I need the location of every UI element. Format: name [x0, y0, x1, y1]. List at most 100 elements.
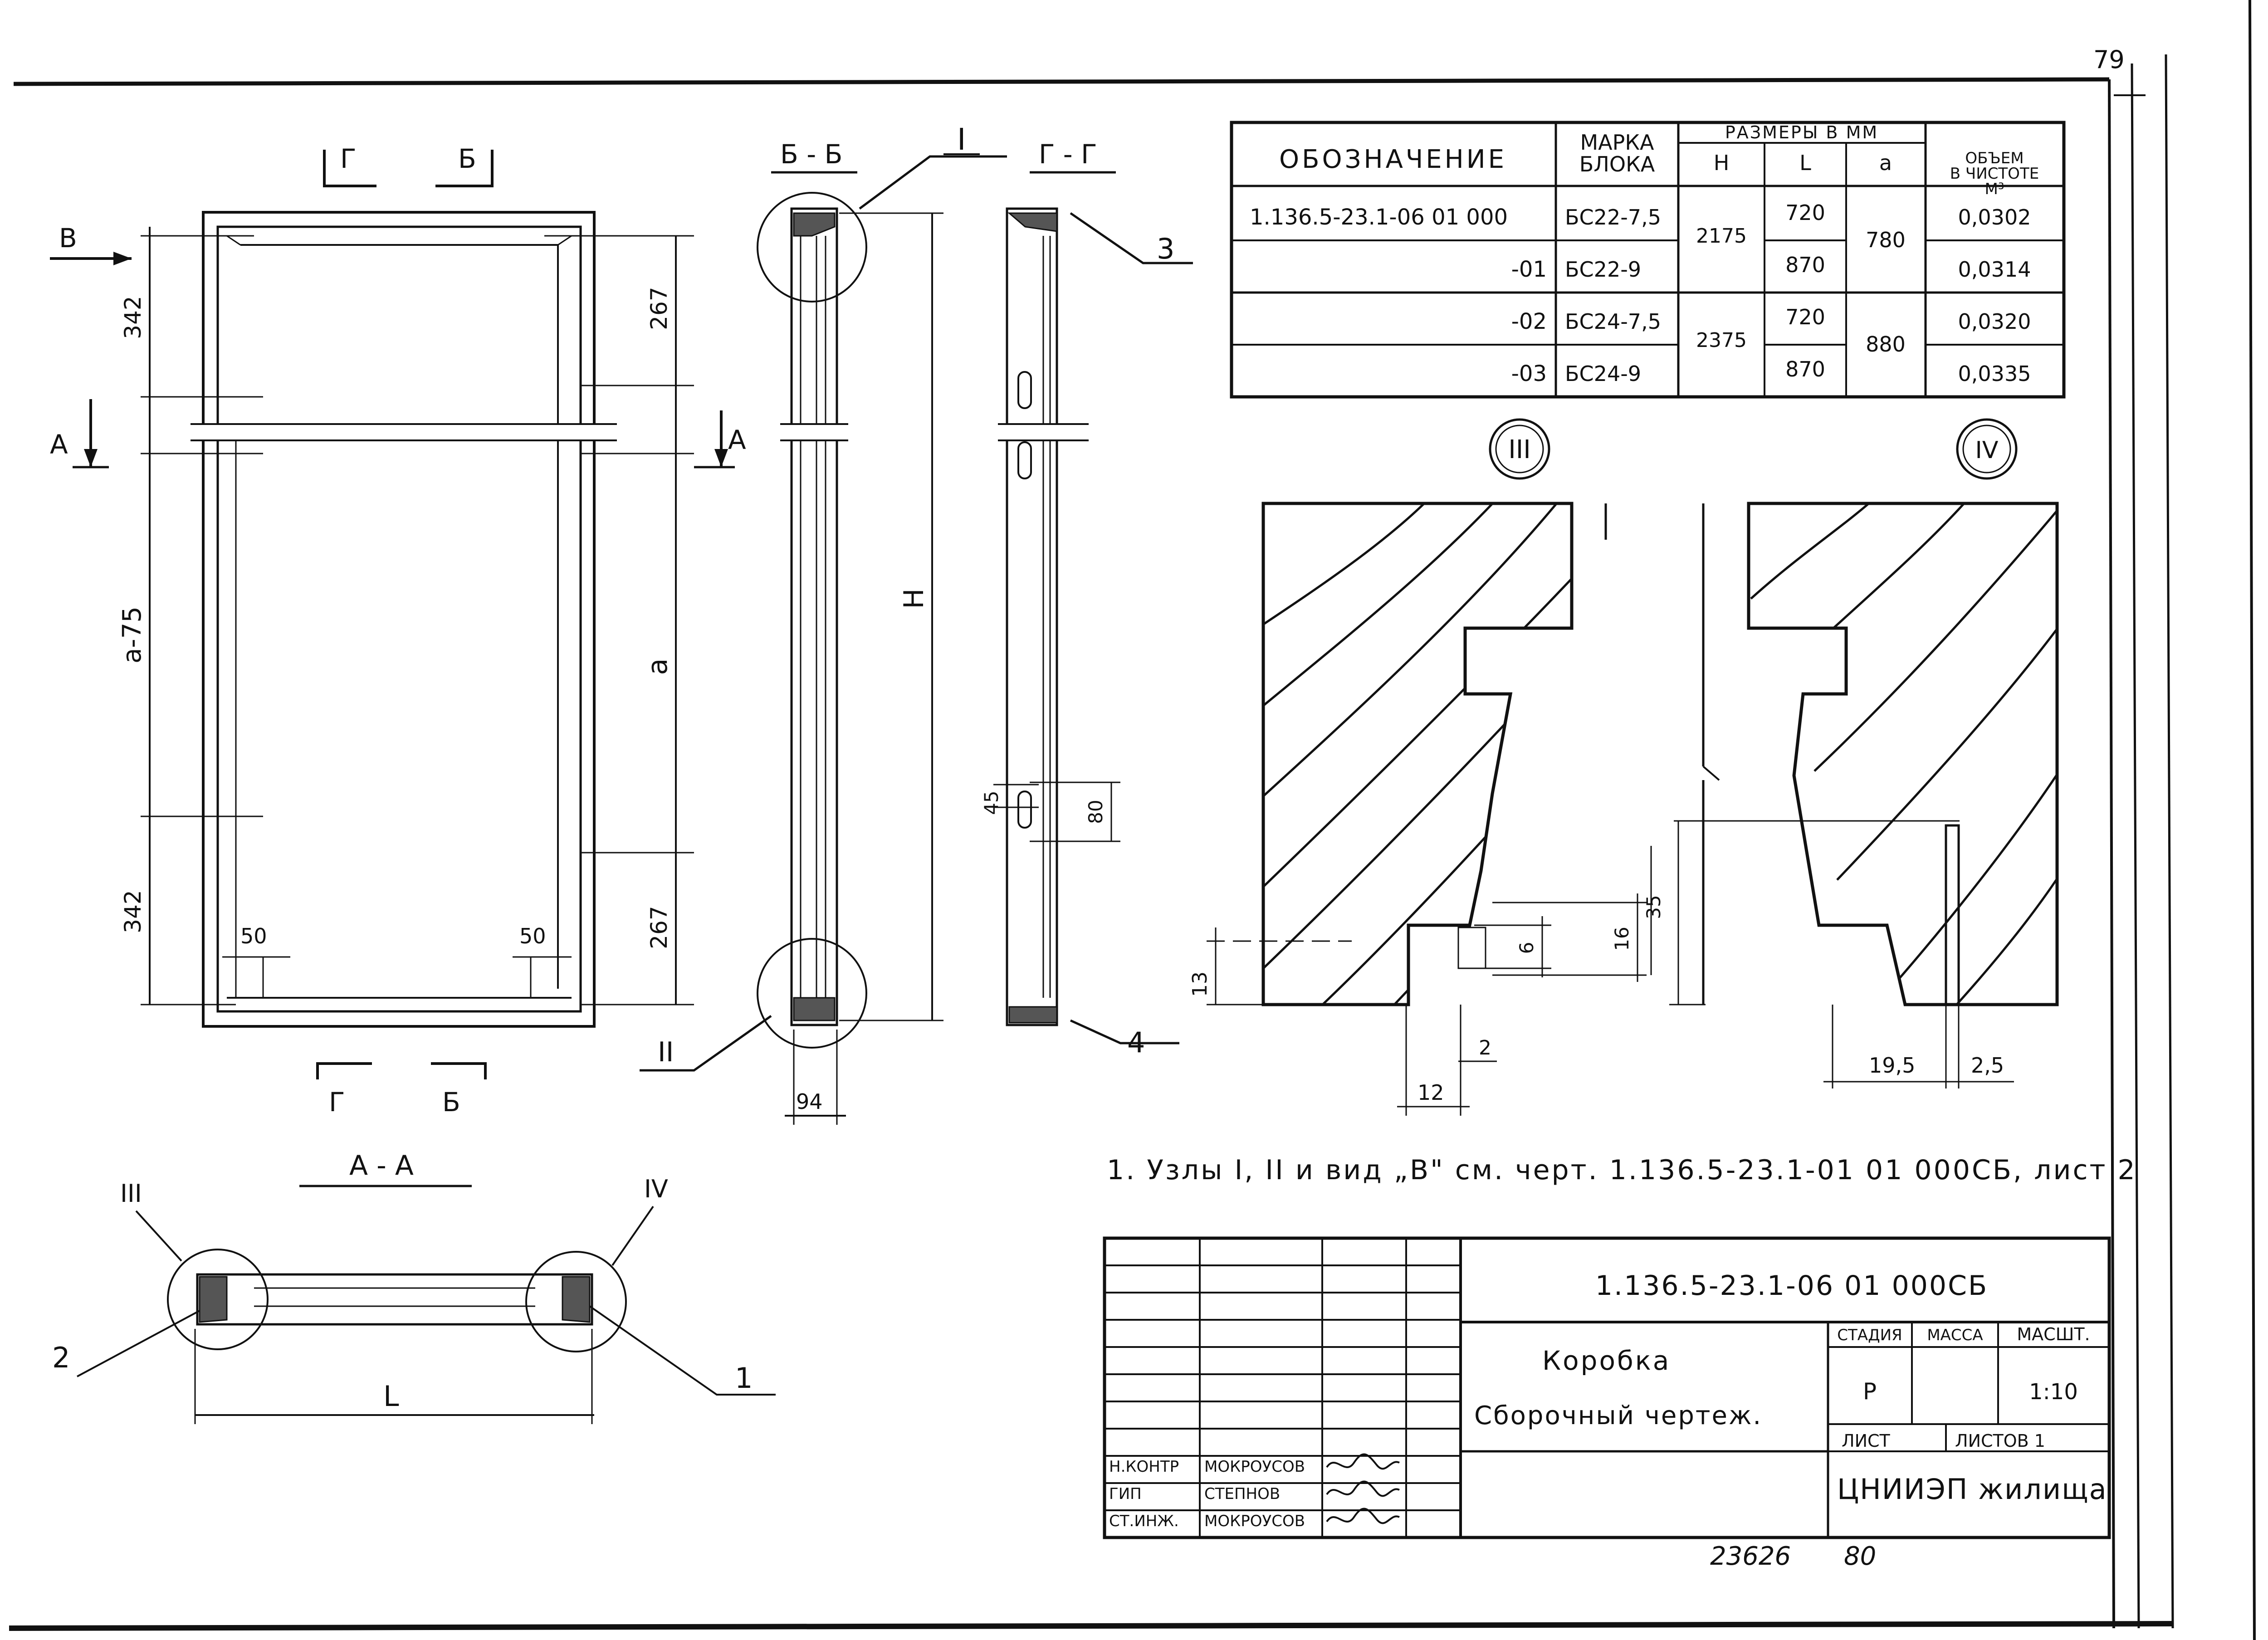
dim-35: 35: [1642, 895, 1665, 919]
dim-19-5: 19,5: [1869, 1053, 1915, 1078]
section-b-label-top: Б: [458, 143, 476, 174]
title-block-name-2: Сборочный чертеж.: [1474, 1401, 1762, 1430]
signature-scribble: [1326, 1508, 1400, 1524]
dim-45: 45: [980, 791, 1002, 815]
dim-2-5: 2,5: [1971, 1053, 2004, 1078]
title-block: 1.136.5-23.1-06 01 000СБ Коробка Сборочн…: [1103, 1236, 2111, 1539]
mass-label: МАССА: [1927, 1326, 1983, 1344]
callout-I: I: [957, 122, 966, 157]
header-h: H: [1714, 151, 1730, 175]
dim-16: 16: [1611, 927, 1633, 951]
row-mark: БС22-7,5: [1565, 205, 1661, 229]
role-name: СТЕПНОВ: [1204, 1485, 1280, 1503]
row-designation: -03: [1511, 361, 1547, 386]
role-name: МОКРОУСОВ: [1204, 1458, 1305, 1476]
signature-scribble: [1326, 1453, 1400, 1470]
row-designation: 1.136.5-23.1-06 01 000: [1250, 205, 1508, 230]
dim-13: 13: [1188, 971, 1212, 997]
header-a: a: [1879, 151, 1892, 175]
dim-50-right: 50: [519, 924, 546, 948]
row-volume: 0,0335: [1958, 361, 2031, 386]
callout-II: II: [658, 1036, 674, 1068]
section-a-label-right: А: [728, 425, 746, 455]
header-line: М³: [1985, 180, 2004, 198]
row-mark: БС24-7,5: [1565, 309, 1661, 334]
org-name: ЦНИИЭП жилища: [1837, 1473, 2107, 1506]
header-line: МАРКА: [1580, 130, 1654, 155]
section-gg-title: Г - Г: [1039, 139, 1097, 170]
drawing-note: 1. Узлы I, II и вид „В" см. черт. 1.136.…: [1107, 1154, 2137, 1186]
role-label: СТ.ИНЖ.: [1109, 1512, 1179, 1530]
section-a-label-left: А: [50, 429, 68, 460]
role-name: МОКРОУСОВ: [1204, 1512, 1305, 1530]
header-line: ОБЪЕМ: [1965, 149, 2024, 167]
stage-label: СТАДИЯ: [1837, 1326, 1902, 1344]
row-l: 720: [1785, 200, 1825, 225]
main-elevation-view: Г Б Г Б В А А 342 267 a-75 a 342 267 50 …: [50, 143, 746, 1118]
dim-a: a: [642, 659, 674, 675]
section-bb-view: Б - Б I II 94: [640, 122, 1007, 1125]
row-h: 2375: [1696, 329, 1747, 352]
sheet-label: ЛИСТ: [1842, 1431, 1891, 1451]
dim-267-bottom: 267: [646, 906, 672, 949]
section-aa-view: А - А III IV 2 1 L: [52, 1150, 776, 1424]
view-v-label: В: [59, 223, 77, 254]
row-designation: -02: [1511, 309, 1547, 334]
title-block-code: 1.136.5-23.1-06 01 000СБ: [1595, 1270, 1988, 1302]
callout-4: 4: [1127, 1026, 1145, 1059]
row-mark: БС24-9: [1565, 361, 1641, 386]
row-volume: 0,0314: [1958, 257, 2031, 282]
header-line: В ЧИСТОТЕ: [1950, 165, 2039, 183]
stamp-number: 23626: [1710, 1542, 1791, 1571]
header-designation: ОБОЗНАЧЕНИЕ: [1279, 145, 1507, 174]
callout-2: 2: [52, 1341, 70, 1374]
scale-value: 1:10: [2029, 1379, 2078, 1405]
dim-a-75: a-75: [117, 606, 147, 664]
row-l: 870: [1785, 253, 1825, 277]
row-mark: БС22-9: [1565, 257, 1641, 282]
stamp-page: 80: [1844, 1542, 1876, 1571]
header-line: БЛОКА: [1579, 152, 1655, 176]
node-III-label: III: [1508, 435, 1531, 464]
row-a: 880: [1866, 332, 1906, 356]
page-number: 79: [2093, 45, 2125, 74]
sheets-label: ЛИСТОВ 1: [1955, 1431, 2045, 1451]
node-IV-detail: IV 19,5 2,5: [1669, 418, 2059, 1088]
dim-267-top: 267: [646, 287, 672, 330]
role-label: Н.КОНТР: [1109, 1458, 1179, 1476]
scale-label: МАСШТ.: [2017, 1324, 2090, 1344]
dim-80: 80: [1085, 800, 1107, 824]
node-IV-label: IV: [1975, 437, 1999, 464]
section-bb-title: Б - Б: [780, 139, 842, 170]
row-volume: 0,0320: [1958, 309, 2031, 334]
node-III-detail: III 13 6 16 35 12 2: [1188, 418, 1665, 1116]
header-sizes: РАЗМЕРЫ В ММ: [1725, 122, 1878, 142]
dim-342-bottom: 342: [120, 890, 146, 933]
header-l: L: [1799, 151, 1811, 175]
callout-3: 3: [1157, 232, 1174, 265]
dim-12: 12: [1418, 1080, 1444, 1105]
node-IV-label-aa: IV: [644, 1175, 668, 1203]
row-a: 780: [1866, 228, 1906, 252]
dim-50-left: 50: [240, 924, 267, 948]
dim-H: H: [898, 588, 930, 609]
dim-L: L: [383, 1380, 399, 1413]
row-l: 870: [1785, 357, 1825, 381]
stage-value: Р: [1863, 1378, 1877, 1405]
row-h: 2175: [1696, 225, 1747, 248]
dim-342-top: 342: [120, 296, 146, 339]
dim-6: 6: [1515, 942, 1538, 954]
node-III-wood-hatch: [1263, 503, 1572, 1005]
sheet-frame: 79: [9, 0, 2256, 1640]
callout-1: 1: [735, 1362, 753, 1395]
section-b-label-bottom: Б: [442, 1087, 460, 1118]
title-block-name-1: Коробка: [1542, 1345, 1671, 1376]
dim-94: 94: [796, 1089, 823, 1114]
section-g-label-top: Г: [340, 143, 356, 174]
